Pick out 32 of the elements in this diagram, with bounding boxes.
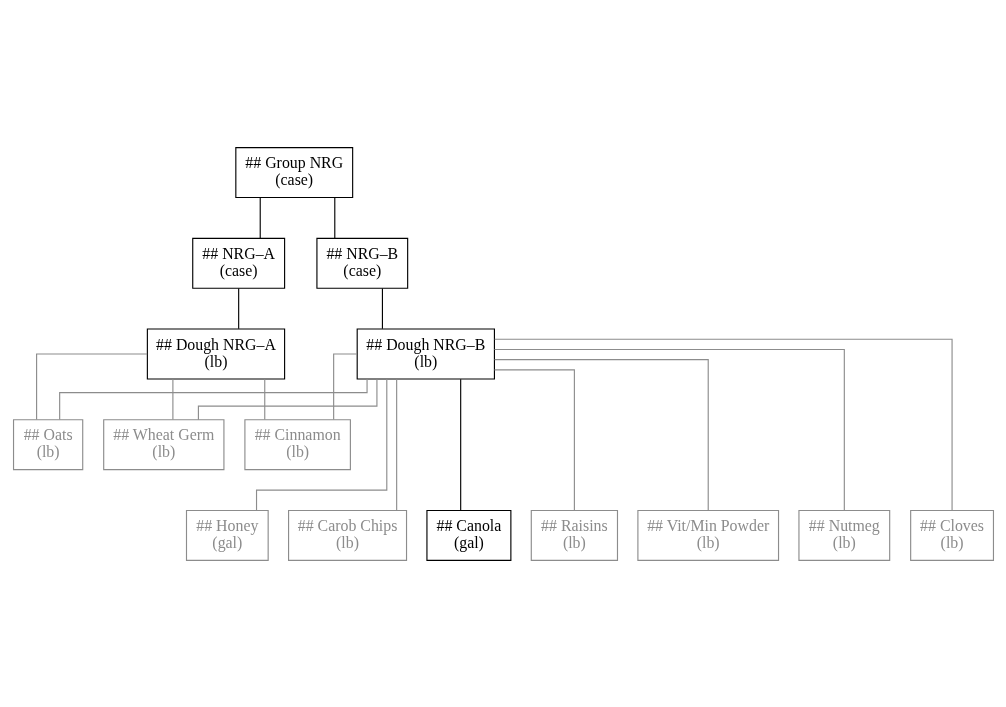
connector (459, 378, 461, 511)
connector (171, 378, 173, 420)
node-box: ## Cloves (lb) (909, 509, 994, 561)
connector (58, 378, 368, 420)
connector (263, 378, 265, 420)
connector (493, 358, 709, 511)
node-box: ## Oats (lb) (12, 418, 83, 470)
connector (255, 377, 387, 511)
connector (395, 378, 397, 511)
node-box: ## NRG–B (case) (315, 237, 408, 289)
node-box: ## Carob Chips (lb) (287, 509, 407, 561)
connector (493, 368, 575, 511)
connector (259, 196, 261, 239)
node-box: ## Honey (gal) (185, 509, 269, 561)
connector (197, 378, 377, 420)
connector (493, 338, 953, 511)
connector (333, 196, 335, 239)
connector (493, 348, 845, 511)
node-box: ## Group NRG (case) (234, 146, 353, 198)
node-box: ## Vit/Min Powder (lb) (636, 509, 779, 561)
connector (332, 352, 357, 420)
node-box: ## Cinnamon (lb) (243, 418, 351, 470)
node-box: ## Wheat Germ (lb) (102, 418, 224, 470)
node-box: ## Dough NRG–B (lb) (356, 328, 495, 379)
node-box: ## Nutmeg (lb) (797, 509, 890, 561)
connector (237, 287, 239, 329)
node-box: ## NRG–A (case) (191, 237, 285, 289)
node-box: ## Canola (gal) (425, 509, 511, 561)
connector (35, 352, 148, 420)
node-box: ## Dough NRG–A (lb) (146, 328, 285, 379)
connector (381, 287, 383, 329)
node-box: ## Raisins (lb) (530, 509, 618, 561)
